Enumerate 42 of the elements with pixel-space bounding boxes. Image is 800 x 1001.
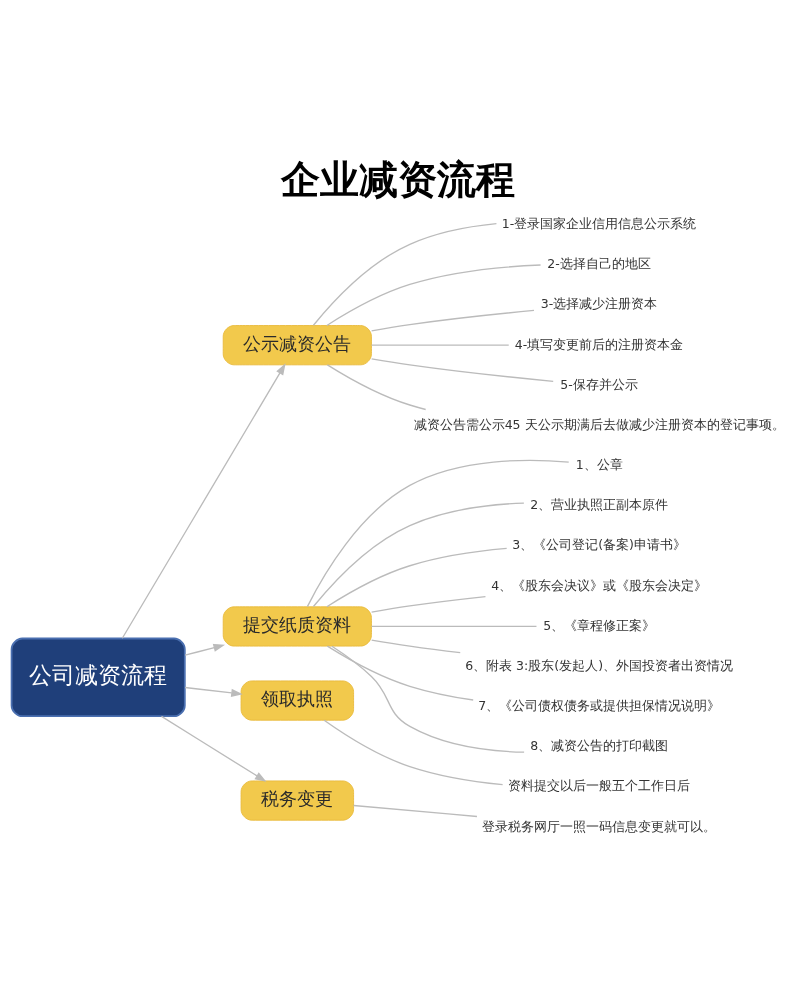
node-box: 提交纸质资料 [222,605,372,647]
node-text: 5-保存并公示 [560,376,638,392]
node-text: 2-选择自己的地区 [547,255,651,271]
connector [352,804,478,817]
connector [326,363,427,410]
connector [370,344,510,346]
node-box: 领取执照 [240,679,354,721]
connector [326,547,508,607]
node-text: 8、减资公告的打印截图 [530,737,669,753]
node-text: 减资公告需公示45 天公示期满后去做减少注册资本的登记事项。 [413,416,785,432]
arrow [121,362,286,639]
node-text: 6、附表 3:股东(发起人)、外国投资者出资情况 [465,657,734,673]
connector [370,638,461,653]
connector [370,625,538,627]
node-text: 2、营业执照正副本原件 [530,496,669,512]
node-text: 4-填写变更前后的注册资本金 [514,335,684,351]
node-text: 1-登录国家企业信用信息公示系统 [501,215,697,231]
connector [326,263,542,326]
connector [323,719,504,785]
node-text: 5、《章程修正案》 [543,617,656,633]
diagram-title: 企业减资流程 [281,156,516,202]
connector [312,501,525,607]
connector [370,595,487,613]
arrow [184,643,226,656]
connector [306,459,570,607]
connector [312,222,498,326]
node-text: 4、《股东会决议》或《股东会决定》 [491,577,708,593]
node-text: 3-选择减少注册资本 [540,295,658,311]
connector [370,357,554,382]
connector [370,309,535,331]
arrow [160,715,267,782]
node-text: 7、《公司债权债务或提供担保情况说明》 [478,697,721,713]
node-box: 公示减资公告 [222,324,372,365]
node-text: 资料提交以后一般五个工作日后 [508,777,691,793]
node-text: 登录税务网厅一照一码信息变更就可以。 [482,818,717,834]
connector [331,645,525,753]
node-box: 税务变更 [240,780,354,821]
node-box: 公司减资流程 [10,637,186,717]
arrow [184,686,243,697]
node-text: 3、《公司登记(备案)申请书》 [512,536,686,552]
node-text: 1、公章 [575,456,623,472]
connector [326,644,474,701]
